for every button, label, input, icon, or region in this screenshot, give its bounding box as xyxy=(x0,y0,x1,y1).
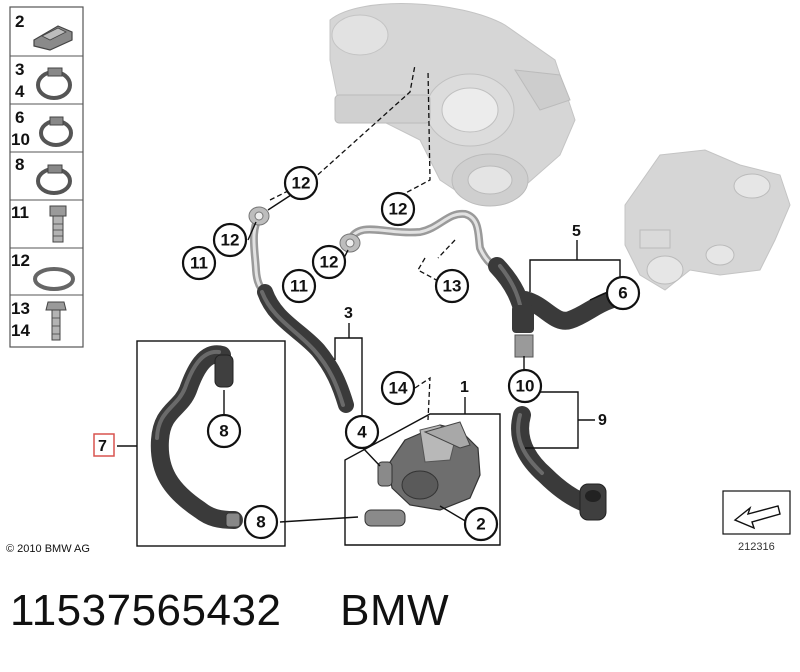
thermostat-housing-ghost xyxy=(624,149,791,291)
legend-num-12: 12 xyxy=(11,251,30,270)
svg-text:8: 8 xyxy=(219,422,228,441)
legend-num-4: 4 xyxy=(15,82,25,101)
hose-clamp-icon xyxy=(39,116,73,147)
sealing-ring-icon xyxy=(33,267,75,291)
svg-text:2: 2 xyxy=(476,515,485,534)
legend-num-14: 14 xyxy=(11,321,30,340)
turbocharger-ghost xyxy=(329,3,576,207)
bolt-icon xyxy=(45,301,67,341)
svg-text:6: 6 xyxy=(618,284,627,303)
label-7-highlighted[interactable]: 7 xyxy=(93,433,115,457)
coolant-hose-9 xyxy=(511,334,607,521)
legend-num-13: 13 xyxy=(11,299,30,318)
part-number: 11537565432 xyxy=(10,586,282,635)
callout-12[interactable]: 12 xyxy=(212,222,248,258)
callout-14[interactable]: 14 xyxy=(380,370,416,406)
coolant-hose-3 xyxy=(257,284,354,413)
group-box-1 xyxy=(344,397,501,546)
legend-panel: 2 3 4 6 10 8 11 xyxy=(9,6,84,348)
label-5[interactable]: 5 xyxy=(572,223,581,240)
legend-num-6: 6 xyxy=(15,108,24,127)
callout-11[interactable]: 11 xyxy=(281,268,317,304)
clip-icon xyxy=(33,25,73,51)
callout-6[interactable]: 6 xyxy=(605,275,641,311)
hose-clamp-icon xyxy=(36,164,72,195)
coolant-hose-5 xyxy=(488,257,619,333)
label-3[interactable]: 3 xyxy=(344,305,353,322)
legend-num-8: 8 xyxy=(15,155,24,174)
svg-text:8: 8 xyxy=(256,513,265,532)
coolant-pipe-right xyxy=(339,209,504,276)
copyright-text: © 2010 BMW AG xyxy=(6,543,90,555)
svg-text:4: 4 xyxy=(357,423,367,442)
label-1[interactable]: 1 xyxy=(460,379,469,396)
callout-12[interactable]: 12 xyxy=(380,191,416,227)
callout-12[interactable]: 12 xyxy=(283,165,319,201)
callout-2[interactable]: 2 xyxy=(463,506,499,542)
svg-text:14: 14 xyxy=(389,379,408,398)
coolant-hose-7 xyxy=(150,345,243,529)
legend-num-10: 10 xyxy=(11,130,30,149)
bracket-5 xyxy=(529,259,621,292)
callout-11[interactable]: 11 xyxy=(181,245,217,281)
group-box-7 xyxy=(117,340,286,547)
banjo-bolt-icon xyxy=(49,205,67,243)
callout-8[interactable]: 8 xyxy=(206,413,242,449)
callout-10[interactable]: 10 xyxy=(507,368,543,404)
legend-num-2: 2 xyxy=(15,12,24,31)
svg-text:7: 7 xyxy=(98,438,107,455)
svg-text:12: 12 xyxy=(221,231,240,250)
coolant-pipe-left xyxy=(248,206,270,296)
diagram-arrow-icon xyxy=(722,490,791,535)
auxiliary-water-pump xyxy=(364,421,481,527)
legend-num-3: 3 xyxy=(15,60,24,79)
callout-13[interactable]: 13 xyxy=(434,268,470,304)
hose-clamp-icon xyxy=(36,67,72,100)
svg-text:11: 11 xyxy=(190,254,208,273)
svg-text:11: 11 xyxy=(290,277,308,296)
svg-text:12: 12 xyxy=(320,253,339,272)
callout-8[interactable]: 8 xyxy=(243,504,279,540)
brand-name: BMW xyxy=(340,586,450,635)
legend-num-11: 11 xyxy=(11,203,29,222)
label-9[interactable]: 9 xyxy=(598,412,607,429)
callout-4[interactable]: 4 xyxy=(344,414,380,450)
callout-12[interactable]: 12 xyxy=(311,244,347,280)
svg-text:12: 12 xyxy=(389,200,408,219)
svg-text:10: 10 xyxy=(516,377,535,396)
footer: 11537565432 BMW xyxy=(10,586,449,636)
diagram-number: 212316 xyxy=(738,541,775,553)
svg-text:12: 12 xyxy=(292,174,311,193)
svg-text:13: 13 xyxy=(443,277,462,296)
